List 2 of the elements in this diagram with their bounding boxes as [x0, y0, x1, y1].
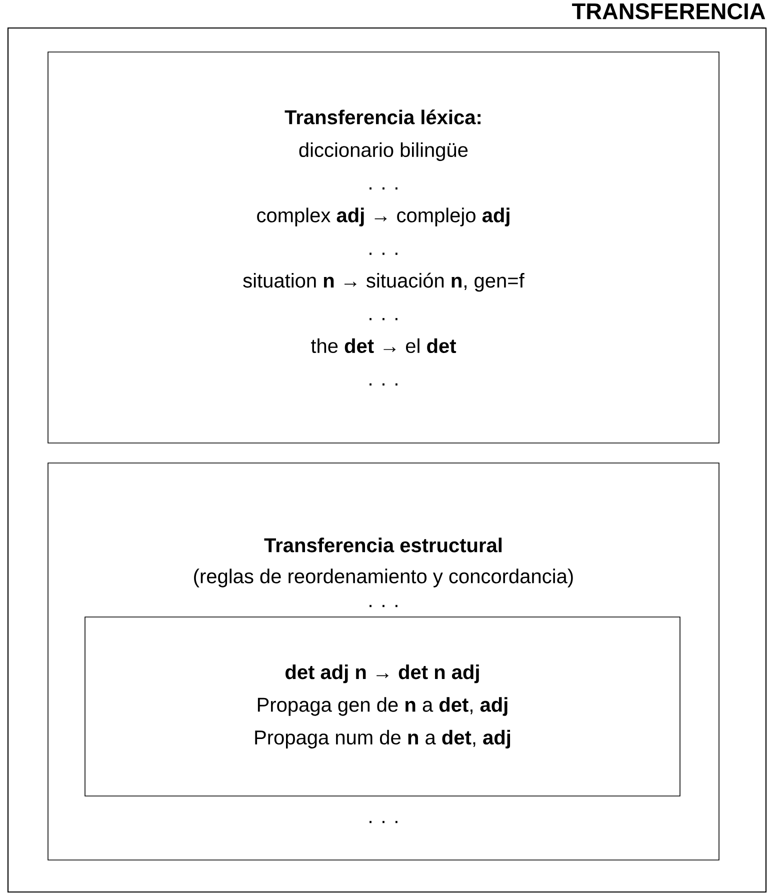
- panel-box: Transferencia léxica: diccionario bilingüe . . . complex adj → complejo adj . . . situation n → situación n, gen=f . . . the det → el det . . .: [48, 52, 720, 444]
- node-label: TRANSFERENCIA: [572, 3, 766, 20]
